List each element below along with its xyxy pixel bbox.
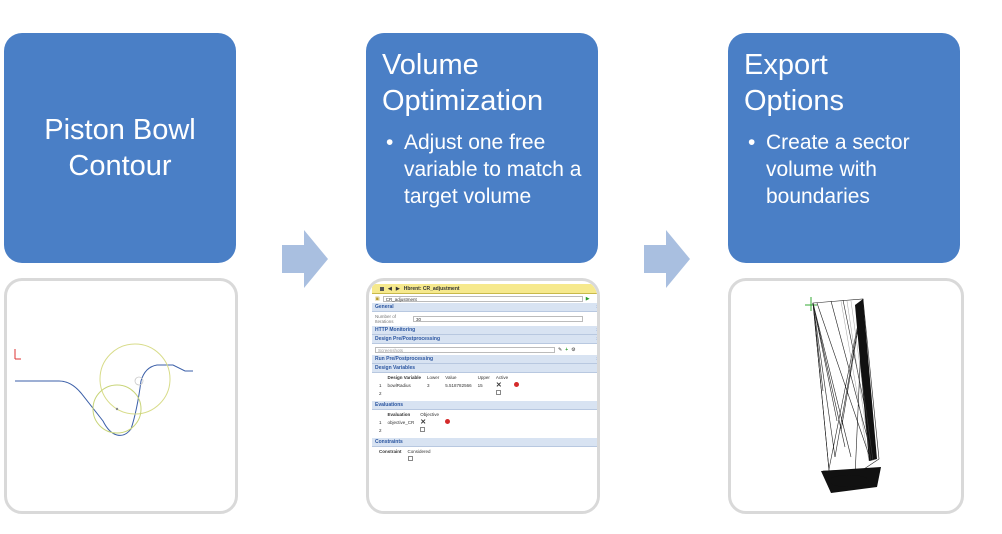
- section-label: Evaluations: [375, 402, 404, 408]
- col-header: Considered: [407, 448, 431, 454]
- step-title: Piston Bowl Contour: [44, 114, 196, 182]
- screenshots-select[interactable]: Screenshots: [375, 346, 555, 353]
- row-index: 1: [379, 419, 382, 425]
- col-header: Active: [495, 374, 509, 380]
- iterations-input[interactable]: 30: [413, 316, 583, 322]
- step-piston-bowl-box: Piston Bowl Contour: [4, 33, 236, 263]
- step-volume-optimization-box: Volume Optimization Adjust one free vari…: [366, 33, 598, 263]
- table-row[interactable]: [376, 455, 434, 463]
- arrow-right-icon: [644, 230, 690, 288]
- optimization-ui-image: ◀ ▶ Hbrent: CR_adjustment ▣ CR_adjustmen…: [366, 278, 600, 514]
- next-icon[interactable]: ▶: [395, 285, 400, 292]
- table-row[interactable]: 1 objective_CR ✕: [376, 418, 453, 426]
- objective-checkbox[interactable]: [420, 427, 426, 432]
- chevron-icon: ›: [596, 336, 598, 342]
- constraints-table: Constraint Considered: [376, 447, 434, 463]
- iterations-label: Number of Iterations: [375, 314, 397, 324]
- table-row[interactable]: 1 bowlRadius 3 5.518782566 15 ✕: [376, 381, 522, 389]
- col-header: Design Variable: [387, 374, 422, 380]
- optimization-panel: ◀ ▶ Hbrent: CR_adjustment ▣ CR_adjustmen…: [372, 284, 598, 511]
- chevron-icon: ›: [596, 327, 598, 333]
- row-index: 2: [379, 390, 382, 396]
- step-bullets: Create a sector volume with boundaries: [744, 129, 948, 210]
- dv-name[interactable]: bowlRadius: [387, 382, 411, 388]
- iterations-row: Number of Iterations 30: [372, 312, 597, 326]
- dv-lower[interactable]: 3: [427, 382, 430, 388]
- panel-titlebar: ◀ ▶ Hbrent: CR_adjustment: [372, 284, 597, 294]
- chevron-icon: ›: [596, 304, 598, 310]
- eval-name[interactable]: objective_CR: [387, 419, 415, 425]
- col-header: Constraint: [379, 448, 402, 454]
- folder-icon: ▣: [375, 295, 380, 302]
- name-row: ▣ CR_adjustment ▶: [372, 294, 597, 303]
- contour-plot: [14, 343, 193, 436]
- sector-mesh: [805, 297, 881, 493]
- stop-icon[interactable]: [380, 286, 384, 291]
- chevron-icon: ›: [596, 356, 598, 362]
- screenshots-row: Screenshots ✎ + ⚙: [372, 344, 597, 355]
- design-variables-table: Design Variable Lower Value Upper Active…: [376, 373, 522, 397]
- row-index: 1: [379, 382, 382, 388]
- panel-title: Hbrent: CR_adjustment: [403, 285, 460, 292]
- edit-icon[interactable]: ✎: [558, 346, 563, 353]
- step-export-options-box: Export Options Create a sector volume wi…: [728, 33, 960, 263]
- table-header: Design Variable Lower Value Upper Active: [376, 373, 522, 381]
- section-label: Design Variables: [375, 365, 416, 371]
- add-icon[interactable]: +: [565, 346, 569, 353]
- table-row[interactable]: 2: [376, 426, 453, 434]
- section-http[interactable]: HTTP Monitoring ›: [372, 326, 598, 335]
- table-header: Constraint Considered: [376, 447, 434, 455]
- considered-checkbox[interactable]: [407, 456, 413, 461]
- section-label: General: [375, 304, 394, 310]
- section-label: HTTP Monitoring: [375, 327, 416, 333]
- run-icon[interactable]: ▶: [585, 295, 590, 302]
- col-header: Evaluation: [387, 411, 411, 417]
- section-constraints[interactable]: Constraints: [372, 438, 597, 447]
- col-header: Value: [445, 374, 457, 380]
- step-title: Export Options: [744, 49, 844, 117]
- table-header: Evaluation Objective: [376, 410, 453, 418]
- arrow-right-icon: [282, 230, 328, 288]
- delete-icon[interactable]: [514, 382, 520, 387]
- section-run-pre[interactable]: Run Pre/Postprocessing ›: [372, 355, 598, 364]
- col-header: Upper: [477, 374, 490, 380]
- dv-upper[interactable]: 15: [477, 382, 483, 388]
- section-evaluations[interactable]: Evaluations: [372, 401, 597, 410]
- col-header: Objective: [420, 411, 440, 417]
- step-bullets: Adjust one free variable to match a targ…: [382, 129, 586, 210]
- row-index: 2: [379, 427, 382, 433]
- section-design-vars[interactable]: Design Variables: [372, 364, 597, 373]
- step-bullet: Adjust one free variable to match a targ…: [386, 129, 586, 210]
- sector-volume-image: [728, 278, 964, 514]
- name-field[interactable]: CR_adjustment: [382, 295, 583, 302]
- objective-check-icon[interactable]: ✕: [420, 419, 427, 426]
- section-label: Constraints: [375, 439, 403, 445]
- section-label: Design Pre/Postprocessing: [375, 336, 441, 342]
- settings-icon[interactable]: ⚙: [571, 346, 576, 353]
- prev-icon[interactable]: ◀: [388, 285, 392, 292]
- section-design-pre[interactable]: Design Pre/Postprocessing ›: [372, 335, 598, 344]
- evaluations-table: Evaluation Objective 1 objective_CR ✕ 2: [376, 410, 453, 434]
- active-check-icon[interactable]: ✕: [495, 382, 502, 389]
- step-bullet: Create a sector volume with boundaries: [748, 129, 948, 210]
- step-title: Volume Optimization: [382, 49, 544, 117]
- table-row[interactable]: 2: [376, 389, 522, 397]
- dv-value[interactable]: 5.518782566: [445, 382, 472, 388]
- piston-contour-image: [4, 278, 238, 514]
- col-header: Lower: [427, 374, 440, 380]
- section-general[interactable]: General ›: [372, 303, 598, 312]
- section-label: Run Pre/Postprocessing: [375, 356, 434, 362]
- active-checkbox[interactable]: [495, 390, 501, 395]
- delete-icon[interactable]: [445, 419, 451, 424]
